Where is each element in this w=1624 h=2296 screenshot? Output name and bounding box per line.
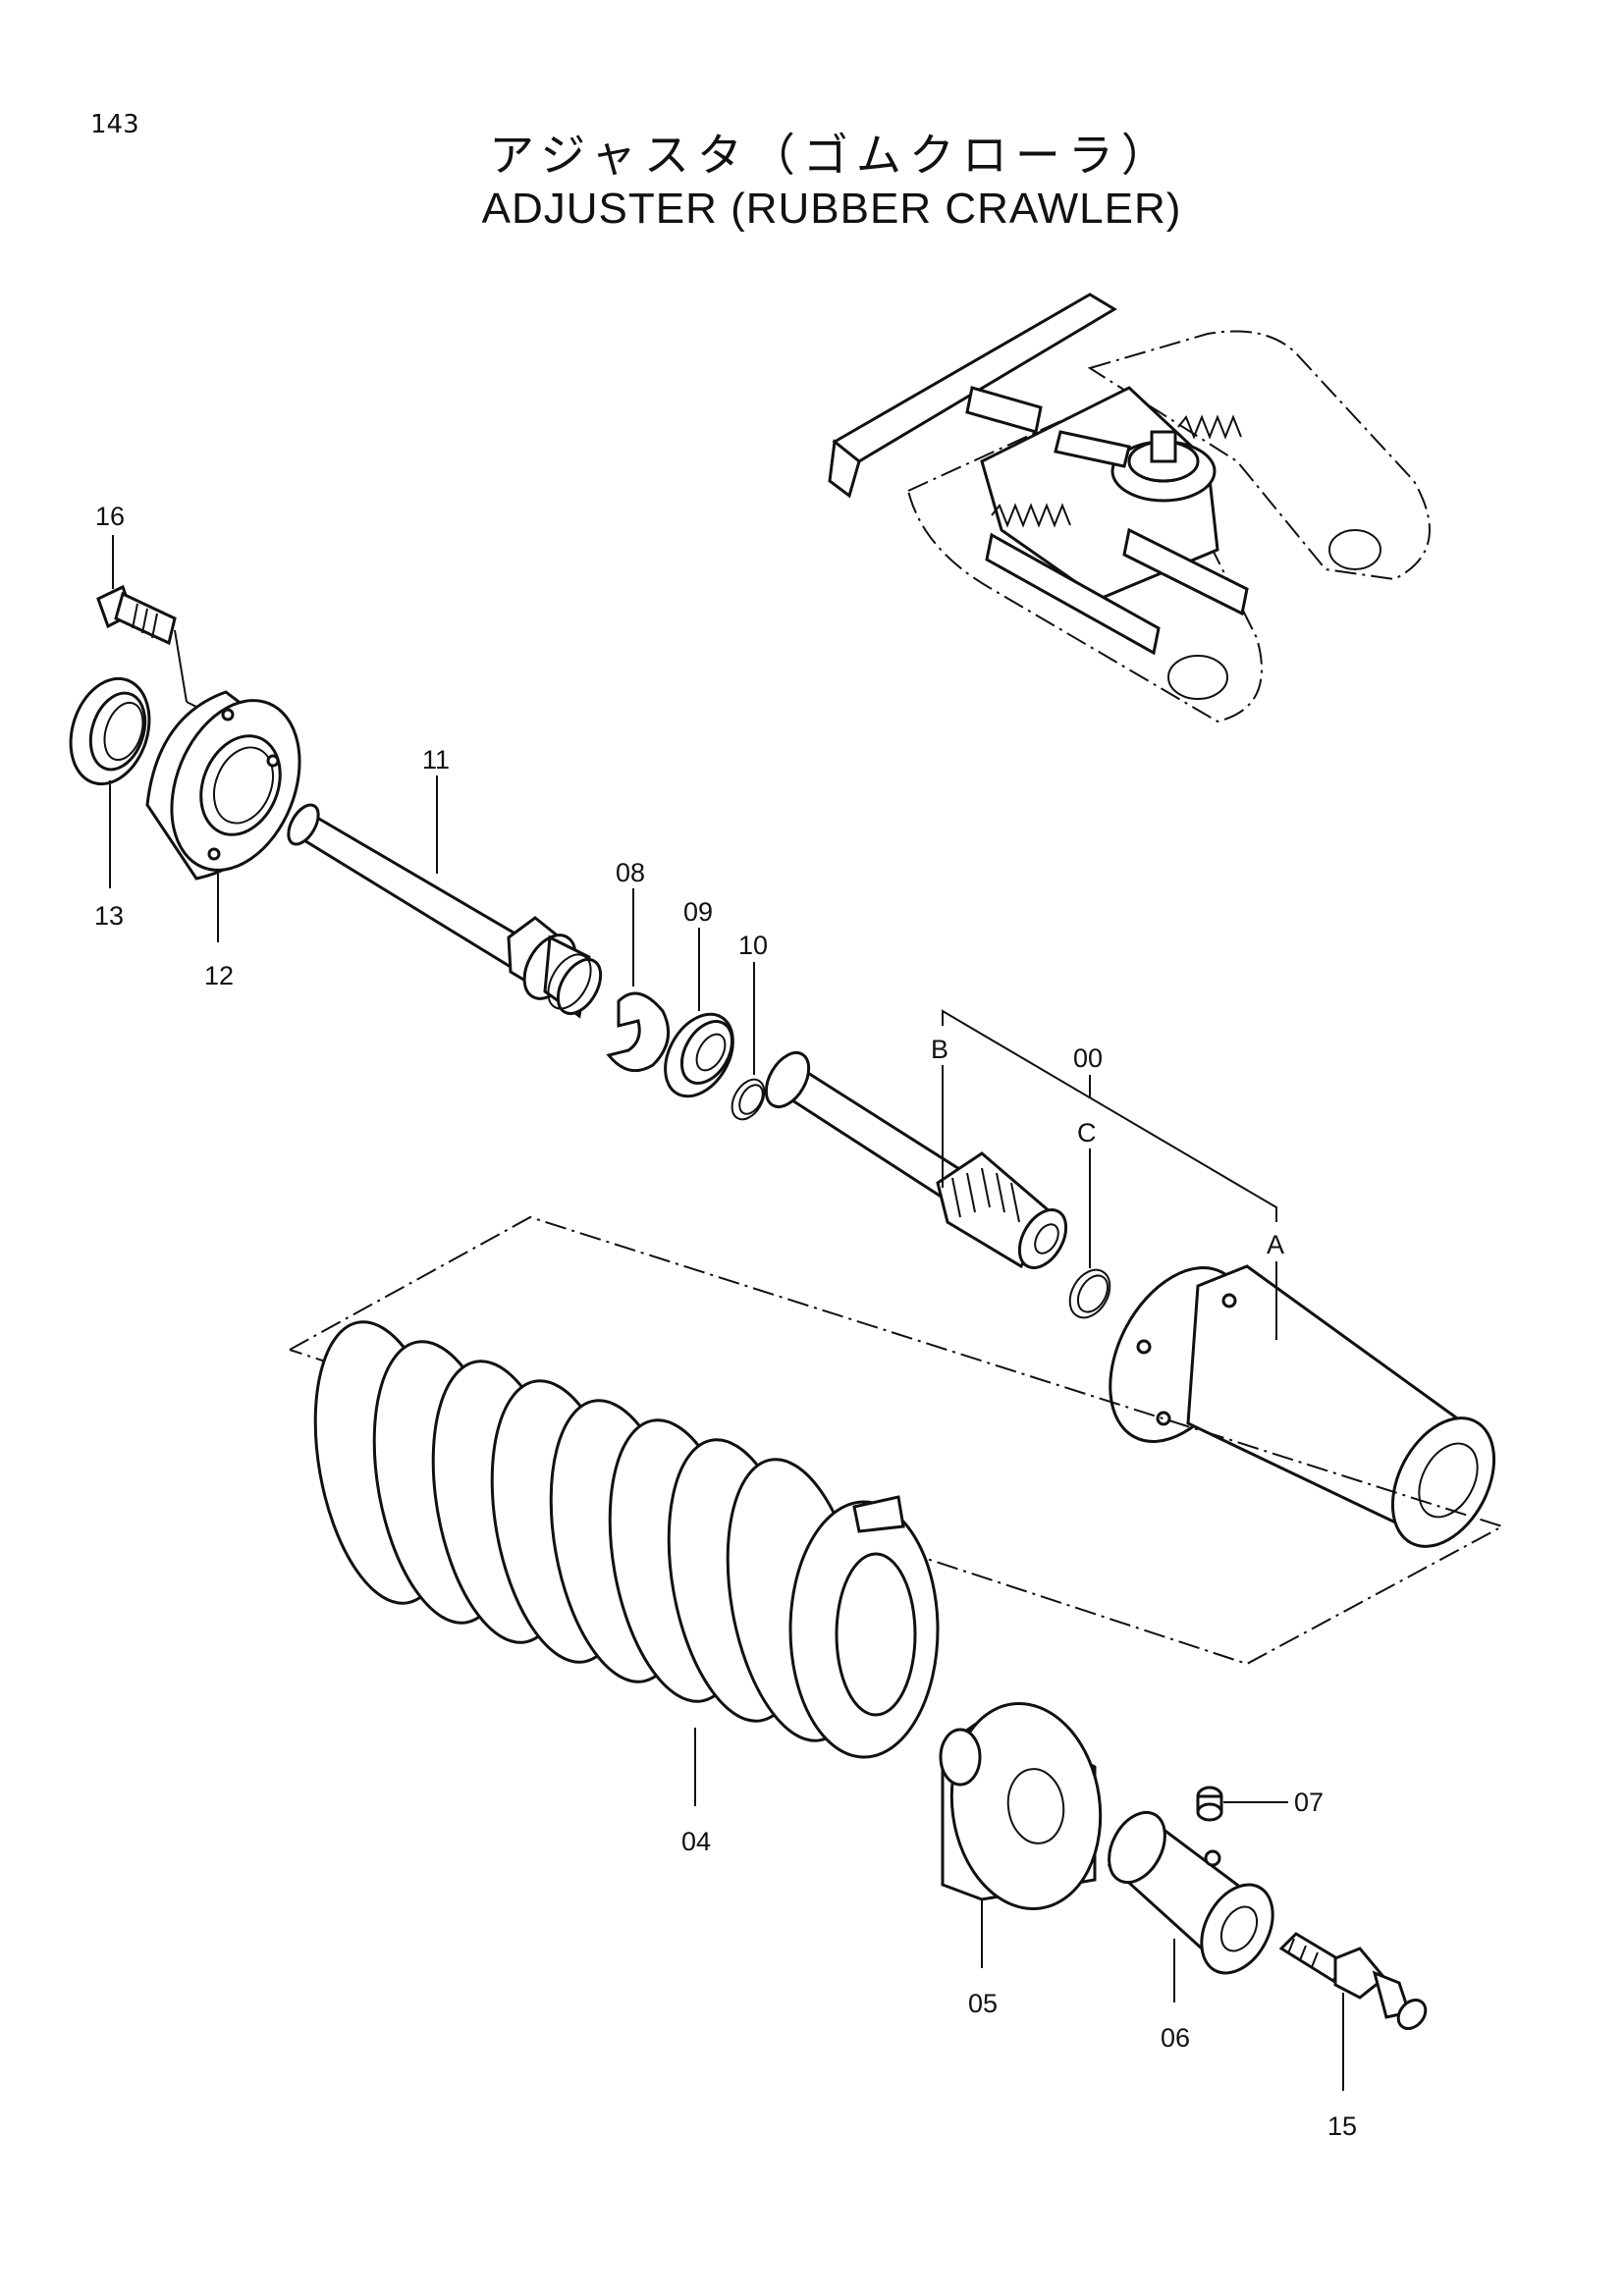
callout-10: 10 [738,931,768,960]
callout-11: 11 [422,745,450,774]
page-number: 143 [90,110,139,139]
part-15-grease-valve [1278,1932,1428,2030]
part-09-bearing [664,1012,734,1098]
part-04-spring [313,1320,940,1759]
part-c-o-ring [1068,1268,1111,1319]
machine-overview-illustration [828,293,1431,723]
part-07-plug [1196,1786,1223,1822]
part-11-rod [287,803,603,1019]
callout-b: B [931,1035,948,1064]
part-08-split-ring [606,991,671,1073]
callout-c: C [1077,1118,1097,1148]
part-b-piston-rod [764,1051,1068,1269]
part-a-cylinder [1109,1264,1496,1548]
callout-13: 13 [94,901,124,931]
callout-15: 15 [1327,2111,1357,2141]
callout-04: 04 [681,1827,711,1856]
part-00-assembly-bracket [942,1009,1277,1222]
part-06-valve-body [1107,1810,1274,1975]
part-05-spring-seat [939,1701,1103,1911]
callout-a: A [1267,1230,1284,1259]
callout-12: 12 [204,961,234,990]
title-japanese: アジャスタ（ゴムクローラ） [489,129,1174,182]
title-english: ADJUSTER (RUBBER CRAWLER) [481,185,1182,233]
callout-07: 07 [1294,1788,1324,1817]
callout-09: 09 [683,897,713,927]
part-12-flange [145,690,301,881]
assembly-outline [289,1215,1505,1666]
callout-06: 06 [1161,2023,1190,2053]
part-16-bolt [96,584,237,727]
callout-16: 16 [95,502,125,531]
callout-08: 08 [616,858,645,887]
callout-05: 05 [968,1989,998,2018]
callout-00: 00 [1073,1043,1103,1073]
part-13-nut [69,676,151,786]
part-10-snap-ring [731,1078,766,1121]
